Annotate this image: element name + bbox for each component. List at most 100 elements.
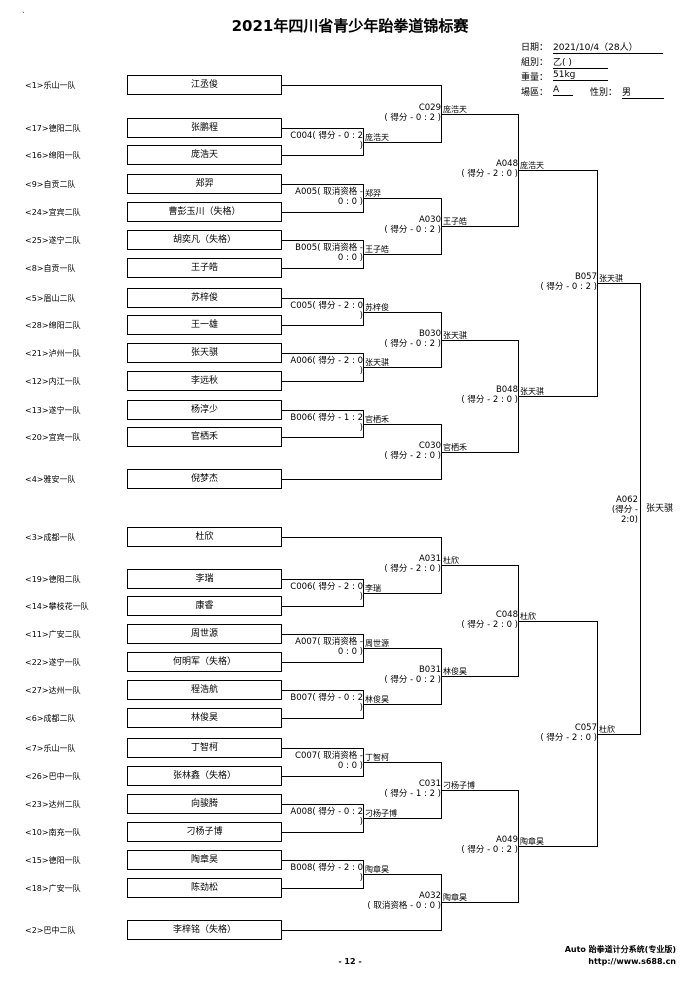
match-result-a032: A032 ( 取消资格 - 0 : 0 ) bbox=[367, 891, 441, 911]
competitor-box[interactable]: 曹彭玉川（失格） bbox=[127, 202, 282, 222]
bracket-line bbox=[282, 85, 441, 86]
competitor-box[interactable]: 李远秋 bbox=[127, 371, 282, 391]
winner-name: 刁杨子博 bbox=[443, 781, 475, 790]
winner-name: 林俊昊 bbox=[365, 695, 389, 704]
date-value: 2021/10/4（28人） bbox=[553, 40, 663, 54]
competitor-box[interactable]: 李梓铭（失格） bbox=[127, 920, 282, 940]
seed-label: <23>达州二队 bbox=[25, 800, 81, 809]
bracket-line bbox=[441, 902, 518, 903]
competitor-box[interactable]: 胡奕凡（失格） bbox=[127, 230, 282, 250]
bracket-line bbox=[441, 676, 518, 677]
winner-name: 官栖禾 bbox=[365, 415, 389, 424]
competitor-box[interactable]: 江丞俊 bbox=[127, 75, 282, 95]
bracket-line bbox=[441, 114, 518, 115]
bracket-line bbox=[282, 606, 363, 607]
winner-name: 张天骐 bbox=[520, 387, 544, 396]
bracket-line bbox=[597, 734, 640, 735]
bracket-line bbox=[363, 593, 441, 594]
group-label: 組別： bbox=[521, 58, 549, 68]
competitor-box[interactable]: 苏梓俊 bbox=[127, 288, 282, 308]
date-label: 日期： bbox=[521, 43, 549, 53]
seed-label: <15>德阳一队 bbox=[25, 856, 81, 865]
match-result-b031: B031 ( 得分 - 0 : 2 ) bbox=[384, 665, 441, 685]
match-result-b057: B057 ( 得分 - 0 : 2 ) bbox=[540, 272, 597, 292]
bracket-line bbox=[282, 832, 363, 833]
gender-value: 男 bbox=[622, 85, 664, 99]
bracket-line bbox=[282, 804, 363, 805]
winner-name: 张天骐 bbox=[599, 274, 623, 283]
match-result-c005: C005( 得分 - 2 : 0 ) bbox=[290, 301, 363, 321]
match-result-c030: C030 ( 得分 - 2 : 0 ) bbox=[384, 441, 441, 461]
bracket-line bbox=[518, 846, 597, 847]
winner-name: 王子皓 bbox=[365, 245, 389, 254]
competitor-box[interactable]: 周世源 bbox=[127, 624, 282, 644]
seed-label: <26>巴中一队 bbox=[25, 772, 81, 781]
match-result-a005: A005( 取消资格 - 0 : 0 ) bbox=[295, 187, 363, 207]
bracket-line bbox=[282, 298, 363, 299]
competitor-box[interactable]: 张林鑫（失格） bbox=[127, 766, 282, 786]
competitor-box[interactable]: 程浩航 bbox=[127, 680, 282, 700]
competitor-box[interactable]: 张鹏程 bbox=[127, 118, 282, 138]
bracket-line bbox=[640, 283, 641, 735]
competitor-box[interactable]: 康睿 bbox=[127, 596, 282, 616]
seed-label: <6>成都二队 bbox=[25, 714, 76, 723]
bracket-line bbox=[282, 128, 363, 129]
winner-name: 林俊昊 bbox=[443, 667, 467, 676]
bracket-line bbox=[363, 424, 441, 425]
competitor-box[interactable]: 向骏腾 bbox=[127, 794, 282, 814]
competitor-box[interactable]: 王子皓 bbox=[127, 258, 282, 278]
match-result-c031: C031 ( 得分 - 1 : 2 ) bbox=[384, 779, 441, 799]
seed-label: <22>遂宁一队 bbox=[25, 658, 81, 667]
bracket-line bbox=[282, 748, 363, 749]
competitor-box[interactable]: 庞浩天 bbox=[127, 145, 282, 165]
bracket-line bbox=[282, 212, 363, 213]
competitor-box[interactable]: 丁智柯 bbox=[127, 738, 282, 758]
seed-label: <27>达州一队 bbox=[25, 686, 81, 695]
bracket-line bbox=[282, 662, 363, 663]
competitor-box[interactable]: 何明军（失格） bbox=[127, 652, 282, 672]
bracket-line bbox=[441, 565, 518, 566]
competitor-box[interactable]: 林俊昊 bbox=[127, 708, 282, 728]
seed-label: <21>泸州一队 bbox=[25, 349, 81, 358]
competitor-box[interactable]: 李瑞 bbox=[127, 569, 282, 589]
competitor-box[interactable]: 王一雄 bbox=[127, 315, 282, 335]
competitor-box[interactable]: 杜欣 bbox=[127, 527, 282, 547]
winner-name: 杜欣 bbox=[443, 556, 459, 565]
bracket-line bbox=[441, 452, 518, 453]
seed-label: <4>雅安一队 bbox=[25, 475, 76, 484]
bracket-line bbox=[282, 537, 441, 538]
competitor-box[interactable]: 官栖禾 bbox=[127, 427, 282, 447]
competitor-box[interactable]: 杨淳少 bbox=[127, 400, 282, 420]
bracket-line bbox=[282, 888, 363, 889]
competitor-box[interactable]: 郑羿 bbox=[127, 174, 282, 194]
winner-name: 庞浩天 bbox=[443, 105, 467, 114]
seed-label: <5>眉山二队 bbox=[25, 294, 76, 303]
seed-label: <25>遂宁二队 bbox=[25, 236, 81, 245]
seed-label: <10>南充一队 bbox=[25, 828, 81, 837]
bracket-line bbox=[363, 762, 441, 763]
match-result-b048: B048 ( 得分 - 2 : 0 ) bbox=[461, 385, 518, 405]
seed-label: <1>乐山一队 bbox=[25, 81, 76, 90]
weight-value: 51kg bbox=[553, 70, 608, 81]
match-result-c057: C057 ( 得分 - 2 : 0 ) bbox=[540, 723, 597, 743]
competitor-box[interactable]: 倪梦杰 bbox=[127, 469, 282, 489]
seed-label: <28>绵阳二队 bbox=[25, 321, 81, 330]
competitor-box[interactable]: 刁杨子博 bbox=[127, 822, 282, 842]
match-result-a007: A007( 取消资格 - 0 : 0 ) bbox=[295, 637, 363, 657]
competitor-box[interactable]: 陈劲松 bbox=[127, 878, 282, 898]
winner-name: 杜欣 bbox=[520, 612, 536, 621]
winner-name: 陶章昊 bbox=[520, 837, 544, 846]
match-result-b007: B007( 得分 - 0 : 2 ) bbox=[290, 693, 363, 713]
competitor-box[interactable]: 陶章昊 bbox=[127, 850, 282, 870]
match-result-a062: A062 (得分 - 2:0) bbox=[611, 495, 638, 525]
bracket-line bbox=[363, 648, 441, 649]
seed-label: <18>广安一队 bbox=[25, 884, 81, 893]
venue-label: 場區： bbox=[521, 88, 549, 98]
match-result-b005: B005( 取消资格 - 0 : 0 ) bbox=[295, 243, 363, 263]
competitor-box[interactable]: 张天骐 bbox=[127, 343, 282, 363]
bracket-line bbox=[282, 381, 363, 382]
seed-label: <19>德阳二队 bbox=[25, 575, 81, 584]
match-result-b006: B006( 得分 - 1 : 2 ) bbox=[290, 413, 363, 433]
seed-label: <2>巴中二队 bbox=[25, 926, 76, 935]
